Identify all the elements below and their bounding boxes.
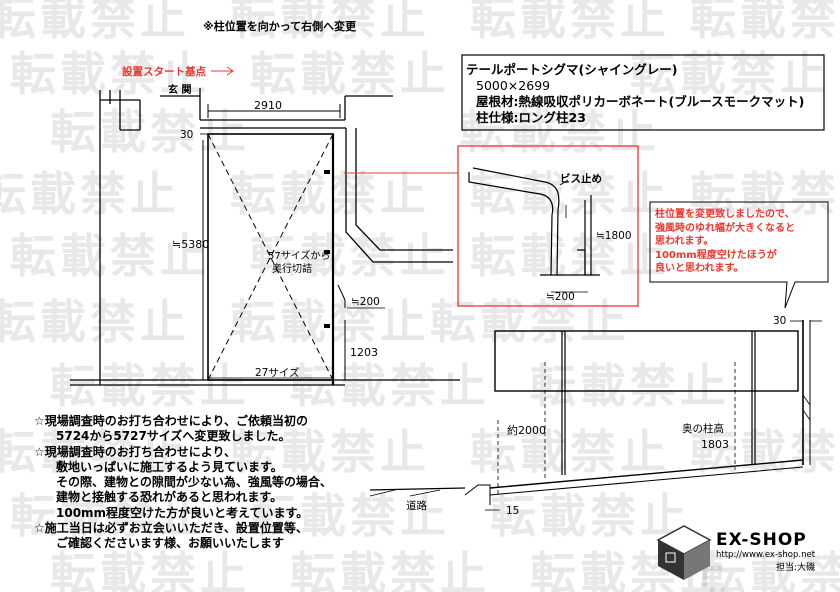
spec-post: 柱仕様:ロング柱23 <box>476 110 586 125</box>
watermark-text: 転載禁止 <box>630 47 830 101</box>
callout-line: 思われます。 <box>655 236 714 248</box>
detail-height: ≒1800 <box>596 230 632 242</box>
detail-offset: ≒200 <box>546 291 575 303</box>
wind-callout: 柱位置を変更致しましたので、 強風時のゆれ幅が大きくなると 思われます。 100… <box>655 208 823 276</box>
callout-line: 柱位置を変更致しましたので、 <box>655 209 795 220</box>
dim-road-gap: 15 <box>506 505 519 517</box>
watermark-text: 転載禁止 <box>50 105 250 159</box>
watermark-text: 転載禁止 <box>10 47 210 101</box>
cut-note-line1: 57サイズから <box>268 249 330 262</box>
watermark-text: 転載禁止 <box>490 489 690 543</box>
spec-roof: 屋根材:熱線吸収ポリカーボネート(ブルースモークマット) <box>476 94 805 109</box>
road-label: 道路 <box>406 499 427 512</box>
dim-bottom-width: 27サイズ <box>255 366 300 379</box>
cut-note-line2: 奥行切詰 <box>272 262 312 275</box>
watermark-text: 転載禁止 <box>470 425 670 479</box>
watermark-text: 転載禁止 <box>230 167 430 221</box>
watermark-text: 転載禁止 <box>700 547 840 592</box>
watermark-text: 転載禁止 <box>0 167 180 221</box>
watermark-text: 転載禁止 <box>230 295 430 349</box>
watermark-text: 転載禁止 <box>470 0 670 45</box>
logo-name: EX-SHOP <box>716 530 807 550</box>
post-marker <box>324 324 330 328</box>
watermark-text: 転載禁止 <box>250 489 450 543</box>
post-marker <box>324 250 330 254</box>
dim-1203: 1203 <box>350 346 378 359</box>
watermark-text: 転載禁止 <box>470 167 670 221</box>
watermark-text: 転載禁止 <box>50 547 250 592</box>
watermark-text: 転載禁止 <box>530 359 730 413</box>
detail-box <box>457 145 639 307</box>
dim-depth: ≒5380 <box>172 238 209 251</box>
watermark-text: 転載禁止 <box>230 0 430 45</box>
note-line: ☆現場調査時のお打ち合わせにより、 <box>34 444 237 459</box>
note-line: ☆施工当日は必ずお立会いいただき、設置位置等、 <box>34 521 308 536</box>
spec-product: テールポートシグマ(シャイングレー) <box>466 62 678 77</box>
watermark-text: 転載禁止 <box>690 0 840 45</box>
staff-label: 担当:大磯 <box>776 561 815 573</box>
note-line: その際、建物との隙間が少ない為、強風等の場合、 <box>56 475 332 490</box>
screw-leader <box>559 179 569 186</box>
post-marker <box>324 170 330 174</box>
note-line: ご確認くださいます様、お願いいたします <box>56 536 285 551</box>
dim-front-height: 約2000 <box>507 423 546 437</box>
watermark-text: 転載禁止 <box>50 359 250 413</box>
watermark-text: 転載禁止 <box>690 167 840 221</box>
spec-size: 5000×2699 <box>476 78 551 93</box>
watermark-text: 転載禁止 <box>460 105 660 159</box>
detail-screw-label: ビス止め <box>560 172 602 185</box>
hatch-line <box>369 489 396 497</box>
watermark-text: 転載禁止 <box>10 489 210 543</box>
elevation-view <box>369 320 822 511</box>
plan-diagonal <box>207 133 334 381</box>
logo-url: http://www.ex-shop.net <box>716 550 816 560</box>
note-line: 5724から5727サイズへ変更致しました。 <box>56 429 291 444</box>
spec-box <box>461 54 825 131</box>
note-line: 建物と接触する恐れがあると思われます。 <box>56 490 283 505</box>
back-post-label: 奥の柱高 <box>682 422 724 435</box>
spec-panel: テールポートシグマ(シャイングレー) 5000×2699 屋根材:熱線吸収ポリカ… <box>466 62 804 126</box>
entrance-label: 玄 関 <box>168 83 191 96</box>
watermark-text: 転載禁止 <box>290 359 490 413</box>
detail-profile <box>468 167 600 276</box>
watermark-text: 転載禁止 <box>470 229 670 283</box>
watermark-text: 転載禁止 <box>0 0 190 45</box>
leader-line <box>337 284 346 301</box>
notes-panel: ☆現場調査時のお打ち合わせにより、ご依頼当初の 5724から5727サイズへ変更… <box>34 414 374 552</box>
start-point-label: 設置スタート基点 <box>122 65 206 78</box>
note-line: ☆現場調査時のお打ち合わせにより、ご依頼当初の <box>34 414 309 428</box>
callout-bubble <box>649 201 829 309</box>
watermark-text: 転載禁止 <box>250 47 450 101</box>
callout-line: 良いと思われます。 <box>655 263 744 275</box>
back-post-value: 1803 <box>701 438 729 451</box>
note-line: 敷地いっぱいに施工するよう見ています。 <box>56 459 283 474</box>
watermark-text: 転載禁止 <box>230 425 430 479</box>
dim-top-width: 2910 <box>254 99 282 112</box>
watermark-text: 転載禁止 <box>0 295 190 349</box>
start-arrow-head <box>226 66 234 76</box>
watermark-text: 転載禁止 <box>10 229 210 283</box>
dim-post-offset: ≒200 <box>351 296 380 308</box>
dim-right-gap: 30 <box>773 315 786 327</box>
dim-top-gap: 30 <box>180 129 193 141</box>
note-line: 100mm程度空けた方が良いと考えています。 <box>56 505 309 520</box>
watermark-text: 転載禁止 <box>250 229 450 283</box>
watermark-text: 転載禁止 <box>0 425 190 479</box>
logo-cube-icon <box>656 525 712 580</box>
header-note: ※柱位置を向かって右側へ変更 <box>203 19 357 33</box>
watermark-text: 転載禁止 <box>290 547 490 592</box>
callout-line: 強風時のゆれ幅が大きくなると <box>655 222 795 234</box>
hatch-line <box>409 489 441 497</box>
callout-line: 100mm程度空けたほうが <box>655 249 777 261</box>
plan-diagonal <box>207 133 334 381</box>
watermark-text: 転載禁止 <box>430 295 630 349</box>
